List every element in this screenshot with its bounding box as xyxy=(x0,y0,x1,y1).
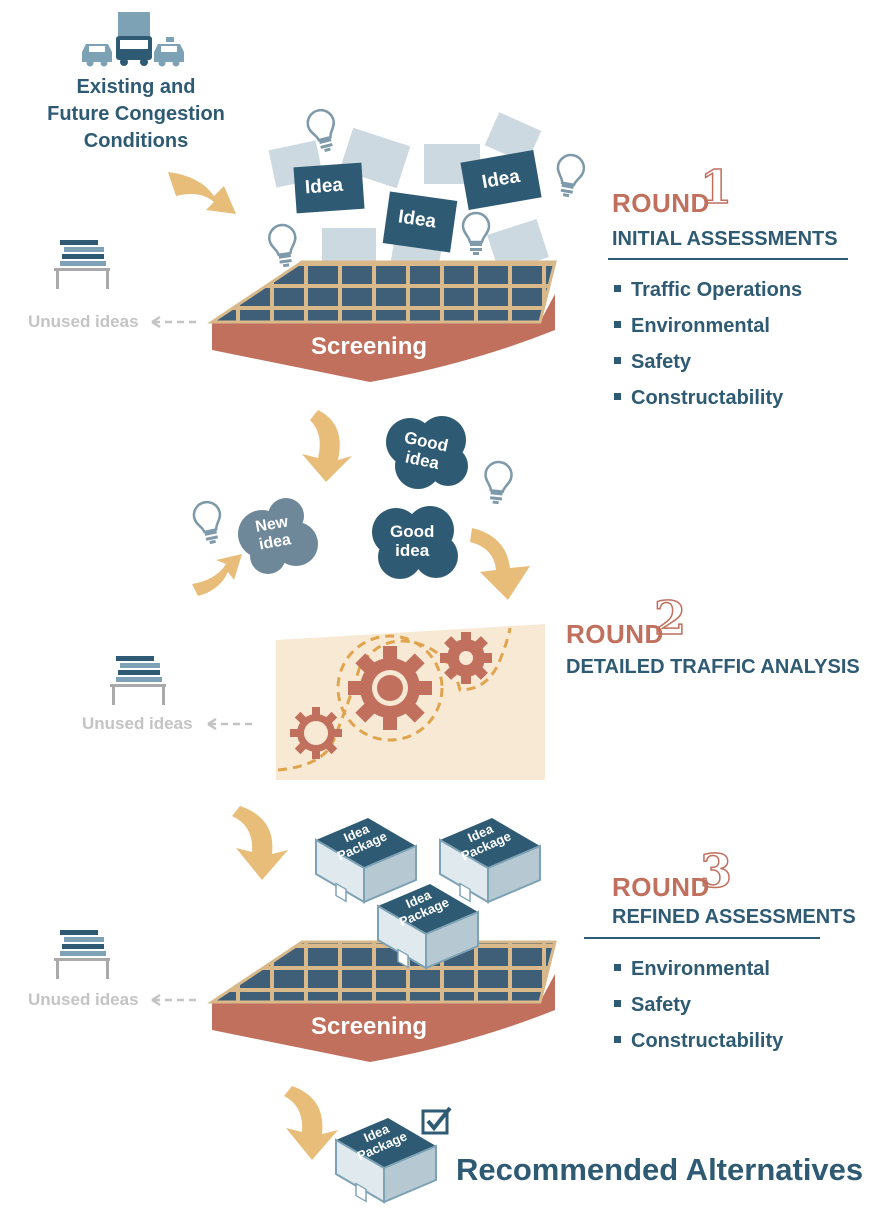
lightbulb-icon xyxy=(551,151,588,201)
round-2-title: DETAILED TRAFFIC ANALYSIS xyxy=(566,656,860,678)
idea-card xyxy=(382,191,458,253)
good-idea-cloud xyxy=(386,416,468,489)
stack-icon xyxy=(54,930,110,979)
round-1-word: ROUND xyxy=(612,188,710,218)
idea-label: Idea xyxy=(304,174,344,199)
unused-ideas-label: Unused ideas xyxy=(28,312,139,331)
round-1-rule xyxy=(608,258,848,260)
screening-platform-3 xyxy=(207,940,557,1062)
round-1-criteria: Traffic Operations Environmental Safety … xyxy=(614,272,802,416)
criterion-item: Safety xyxy=(614,344,802,380)
criterion-item: Constructability xyxy=(614,1023,783,1059)
unused-arrow xyxy=(151,315,196,329)
round-3-number: 3 xyxy=(699,843,733,899)
arrow-icon xyxy=(192,554,242,596)
truck-icon xyxy=(116,12,152,66)
unused-ideas-label: Unused ideas xyxy=(82,714,193,733)
idea-card xyxy=(293,162,365,214)
lightbulb-icon xyxy=(190,498,227,548)
good-idea-label: Good idea xyxy=(390,522,435,560)
unused-arrow xyxy=(207,717,252,731)
round-3-title: REFINED ASSESSMENTS xyxy=(612,906,856,928)
gear-icon xyxy=(348,646,432,730)
arrow-icon xyxy=(302,410,352,482)
criterion-item: Traffic Operations xyxy=(614,272,802,308)
stack-icon xyxy=(110,656,166,705)
recommended-alternatives-label: Recommended Alternatives xyxy=(456,1152,864,1187)
gear-icon xyxy=(440,632,492,684)
new-idea-label: New idea xyxy=(254,513,293,554)
new-idea-cloud xyxy=(238,498,318,574)
gear-icon xyxy=(290,707,342,759)
screening-platform-1 xyxy=(207,260,557,382)
lightbulb-icon xyxy=(461,211,491,257)
car-icon xyxy=(82,44,112,67)
stack-icon xyxy=(54,240,110,289)
arrow-icon xyxy=(470,528,530,600)
idea-card xyxy=(460,149,542,211)
lightbulb-icon xyxy=(481,459,515,507)
arrow-icon xyxy=(284,1086,338,1160)
criterion-item: Constructability xyxy=(614,380,802,416)
screening-label: Screening xyxy=(311,1013,428,1040)
round-3-rule xyxy=(584,937,820,939)
round-3-word: ROUND xyxy=(612,872,710,902)
taxi-icon xyxy=(154,37,184,67)
source-conditions-label: Existing and Future Congestion Condition… xyxy=(47,76,225,152)
unused-ideas-label: Unused ideas xyxy=(28,990,139,1009)
arrow-icon xyxy=(232,806,288,880)
criterion-item: Safety xyxy=(614,987,783,1023)
criterion-item: Environmental xyxy=(614,951,783,987)
round-1-number: 1 xyxy=(699,159,733,215)
round-3-criteria: Environmental Safety Constructability xyxy=(614,951,783,1059)
round-2-word: ROUND xyxy=(566,619,664,649)
unused-arrow xyxy=(151,993,196,1007)
screening-label: Screening xyxy=(311,333,428,360)
round-2-number: 2 xyxy=(653,590,687,646)
arrow-icon xyxy=(168,172,236,214)
checkbox-icon xyxy=(421,1106,452,1135)
lightbulb-icon xyxy=(266,222,301,270)
criterion-item: Environmental xyxy=(614,308,802,344)
round-1-title: INITIAL ASSESSMENTS xyxy=(612,228,838,250)
good-idea-cloud xyxy=(372,506,458,579)
